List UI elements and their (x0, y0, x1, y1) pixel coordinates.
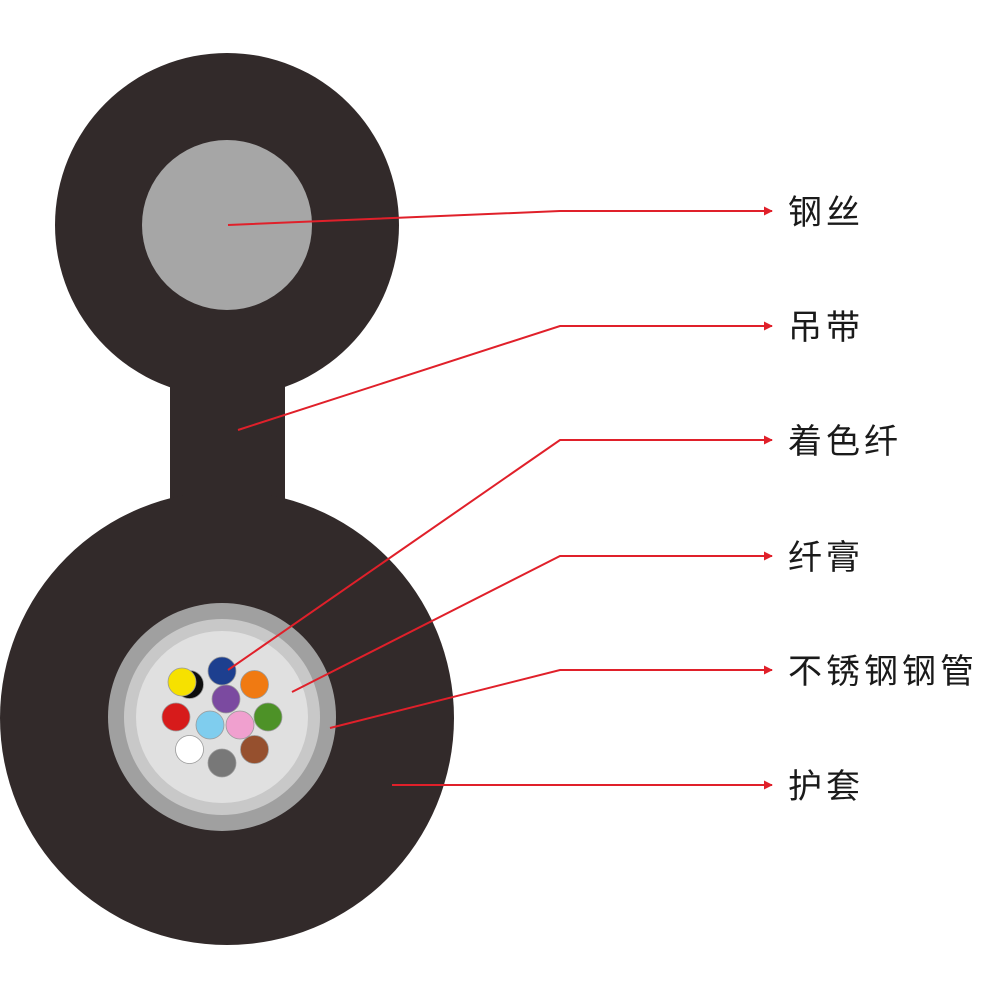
fiber-slate (207, 748, 237, 778)
fiber-aqua (195, 710, 225, 740)
leader-steel-wire (227, 206, 773, 226)
fiber-blue (207, 656, 237, 686)
callout-labels: 钢丝 吊带 着色纤 纤膏 不锈钢钢管 护套 (788, 193, 978, 807)
label-colored-fiber: 着色纤 (788, 422, 902, 462)
leader-fiber-gel (291, 551, 773, 693)
fiber-rose (225, 710, 255, 740)
fiber-yellow (167, 667, 197, 697)
label-sling: 吊带 (788, 308, 864, 348)
fiber-white (175, 735, 204, 764)
leader-stainless-tube (329, 665, 773, 729)
label-fiber-gel: 纤膏 (788, 538, 864, 578)
leader-lines (227, 206, 773, 790)
fiber-orange (240, 670, 269, 699)
fiber-violet (211, 684, 241, 714)
fiber-green (253, 702, 283, 732)
steel-wire (142, 140, 312, 310)
fiber-brown (240, 735, 269, 764)
fiber-red (161, 702, 191, 732)
leader-sling (237, 321, 773, 431)
label-sheath: 护套 (788, 767, 864, 807)
label-steel-wire: 钢丝 (788, 193, 864, 233)
colored-fibers (161, 656, 283, 778)
label-stainless-tube: 不锈钢钢管 (788, 652, 978, 692)
leader-colored-fiber (227, 435, 773, 671)
